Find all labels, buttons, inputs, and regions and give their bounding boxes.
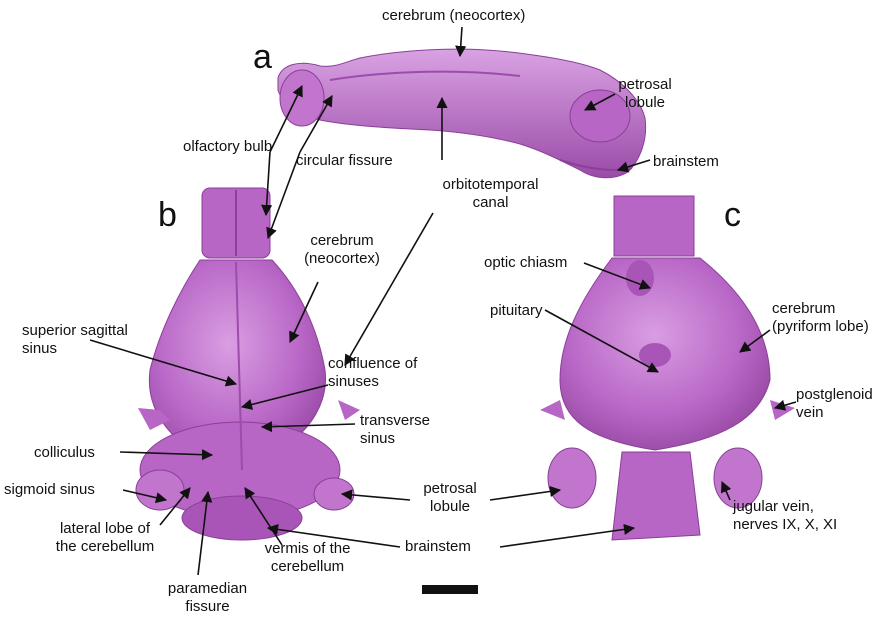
label-colliculus: colliculus [34,444,95,462]
specimen-c-ventral [540,196,795,540]
label-olfactory-bulb: olfactory bulb [183,138,272,156]
label-cerebrum-neocortex-b: cerebrum(neocortex) [292,232,392,268]
panel-label-c: c [724,198,741,232]
label-pituitary: pituitary [490,302,543,320]
label-jugular-vein-nerves: jugular vein,nerves IX, X, XI [733,498,837,534]
label-brainstem-a: brainstem [653,153,719,171]
scale-bar [422,585,478,594]
panel-label-a: a [253,40,272,74]
label-brainstem-b: brainstem [405,538,471,556]
panel-label-b: b [158,198,177,232]
label-circular-fissure: circular fissure [296,152,393,170]
label-cerebrum-pyriform: cerebrum(pyriform lobe) [772,300,869,336]
label-optic-chiasm: optic chiasm [484,254,567,272]
label-cerebrum-top: cerebrum (neocortex) [382,7,525,25]
label-sigmoid-sinus: sigmoid sinus [4,481,95,499]
